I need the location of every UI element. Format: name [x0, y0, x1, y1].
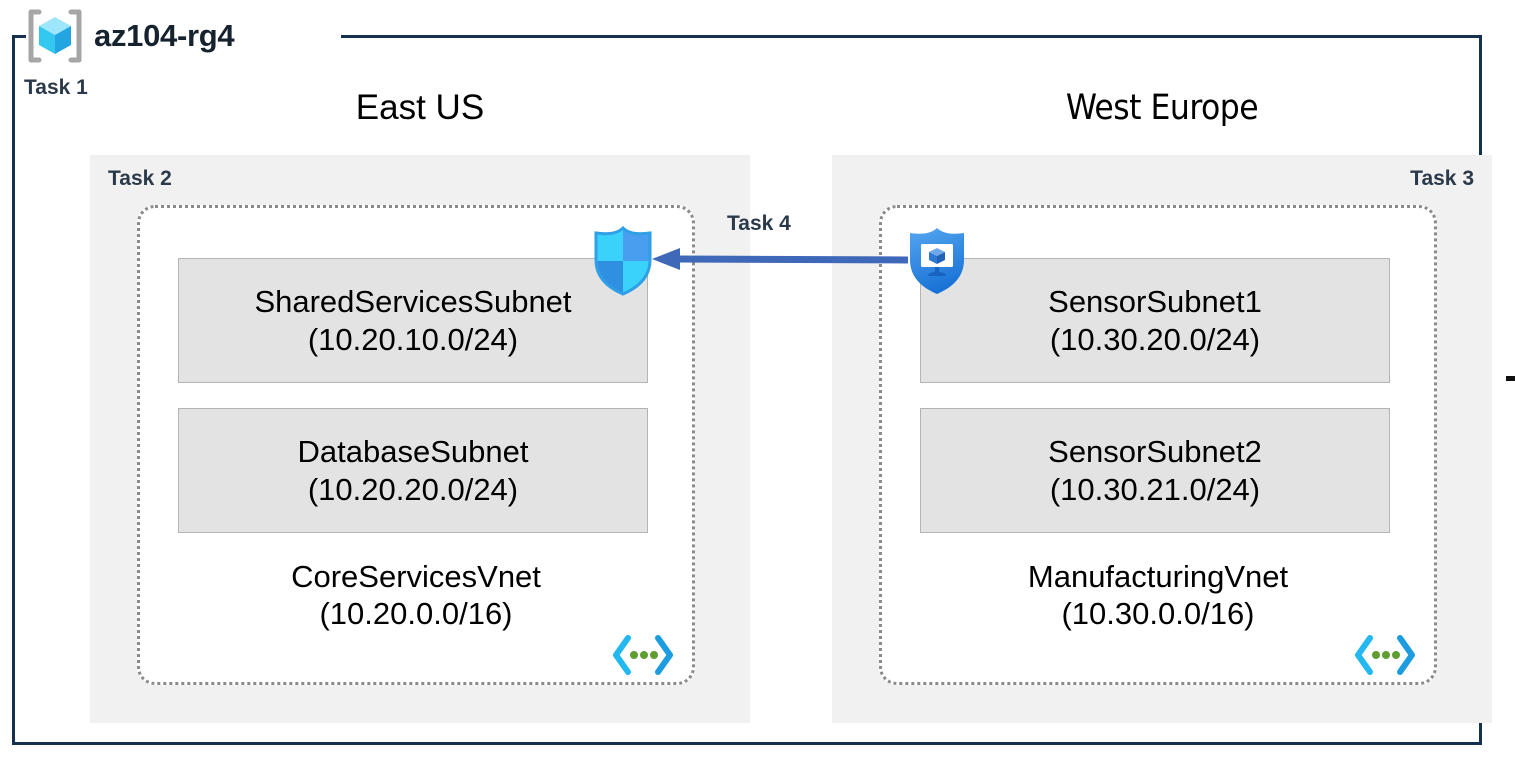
subnet-database: DatabaseSubnet (10.20.20.0/24)	[178, 408, 648, 533]
vnet-peering-arrow	[650, 246, 910, 272]
edge-tick-mark	[1506, 376, 1515, 381]
vnet-cidr: (10.30.0.0/16)	[1061, 596, 1255, 632]
task-4-label: Task 4	[727, 212, 791, 235]
task-3-label: Task 3	[1410, 167, 1474, 190]
resource-group-icon	[24, 8, 86, 64]
network-security-group-monitor-shield-icon	[906, 226, 968, 296]
resource-group-title-gap	[26, 26, 341, 46]
subnet-cidr: (10.30.21.0/24)	[1049, 471, 1261, 507]
vnet-name: ManufacturingVnet	[1027, 559, 1289, 594]
subnet-name: DatabaseSubnet	[297, 434, 529, 470]
region-title-west-europe: West Europe	[1065, 88, 1259, 128]
subnet-shared-services: SharedServicesSubnet (10.20.10.0/24)	[178, 258, 648, 383]
task-2-label: Task 2	[108, 167, 172, 190]
subnet-cidr: (10.20.20.0/24)	[307, 471, 519, 507]
subnet-cidr: (10.20.10.0/24)	[307, 321, 519, 357]
vnet-name: CoreServicesVnet	[291, 559, 541, 594]
subnet-cidr: (10.30.20.0/24)	[1049, 321, 1261, 357]
vnet-caption: ManufacturingVnet (10.30.0.0/16)	[882, 558, 1434, 632]
region-title-east-us: East US	[355, 88, 485, 127]
vnet-manufacturing: SensorSubnet1 (10.30.20.0/24) SensorSubn…	[879, 205, 1437, 685]
vnet-caption: CoreServicesVnet (10.20.0.0/16)	[140, 558, 692, 632]
resource-group-name: az104-rg4	[94, 18, 235, 53]
subnet-name: SensorSubnet2	[1048, 434, 1262, 470]
vnet-core-services: SharedServicesSubnet (10.20.10.0/24) Dat…	[137, 205, 695, 685]
network-security-group-shield-icon	[592, 225, 654, 296]
subnet-sensor-2: SensorSubnet2 (10.30.21.0/24)	[920, 408, 1390, 533]
subnet-name: SensorSubnet1	[1048, 284, 1262, 320]
resource-group-header: az104-rg4	[24, 8, 235, 64]
subnet-name: SharedServicesSubnet	[254, 284, 572, 320]
vnet-cidr: (10.20.0.0/16)	[319, 596, 513, 632]
subnet-sensor-1: SensorSubnet1 (10.30.20.0/24)	[920, 258, 1390, 383]
task-1-label: Task 1	[24, 76, 88, 99]
